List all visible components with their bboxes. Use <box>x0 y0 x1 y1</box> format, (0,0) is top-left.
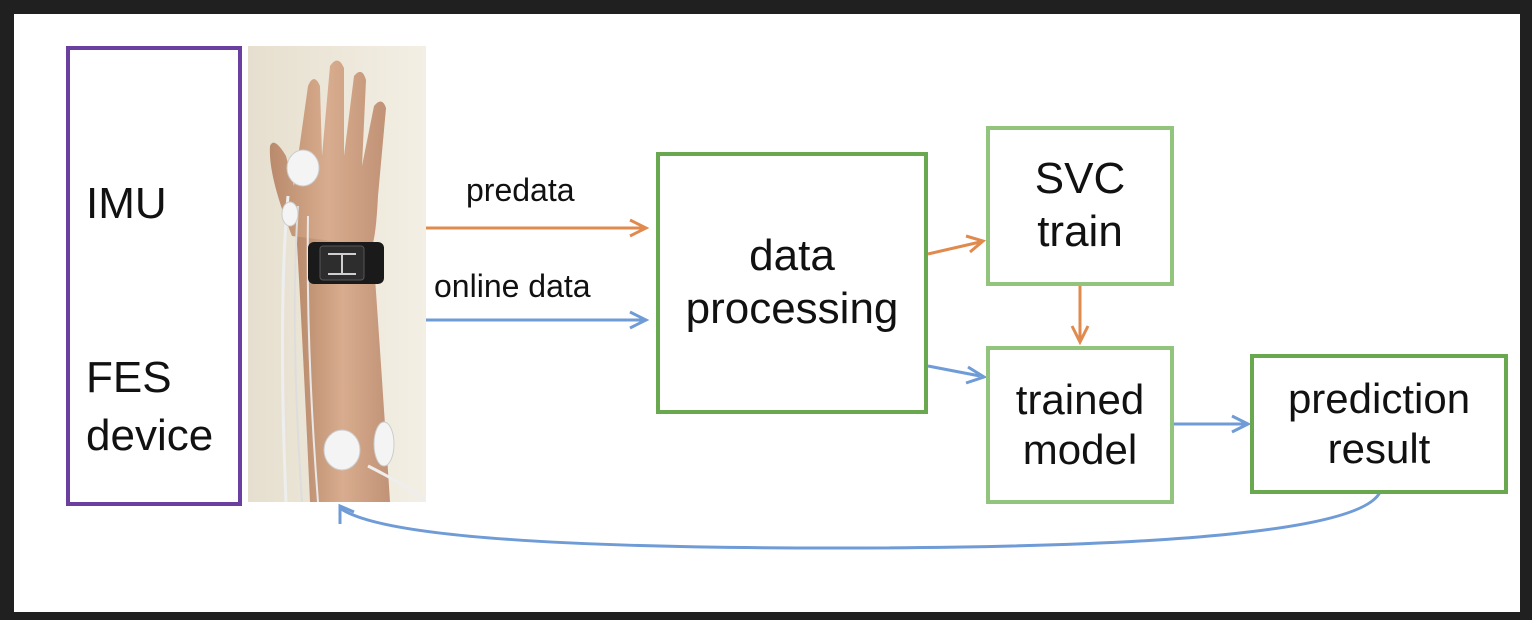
svc-train-line1: SVC <box>1034 154 1126 204</box>
data-processing-line1: data <box>749 231 835 281</box>
arrows-layer <box>338 218 1382 550</box>
data-processing-node: data processing <box>656 152 928 414</box>
trained-model-line2: model <box>1022 426 1138 473</box>
trained-model-line1: trained <box>1015 375 1145 423</box>
fes-label-line2: device <box>86 411 214 460</box>
prediction-result-node: prediction result <box>1250 354 1508 494</box>
device-panel: IMU FES device <box>66 46 242 506</box>
arrow-feedback-to-device <box>339 491 1382 550</box>
predata-label: predata <box>466 172 575 208</box>
svc-train-line2: train <box>1037 207 1123 256</box>
diagram-canvas: IMU FES device <box>14 14 1520 612</box>
arrowhead-processing-to-model <box>965 365 988 385</box>
prediction-result-line2: result <box>1327 425 1431 472</box>
data-processing-line2: processing <box>685 284 899 333</box>
trained-model-node: trained model <box>986 346 1174 504</box>
svc-train-node: SVC train <box>986 126 1174 286</box>
arm-with-electrodes-and-wrist-imu-photo <box>248 46 426 502</box>
imu-label: IMU <box>86 179 167 228</box>
arrowhead-svc-to-model <box>1070 325 1090 346</box>
online-data-label: online data <box>434 268 591 304</box>
fes-label-line1: FES <box>86 353 172 402</box>
arrowhead-online-data <box>629 310 650 330</box>
arrowhead-processing-to-svc <box>965 234 987 254</box>
arrow-processing-to-svc <box>927 240 981 256</box>
arrowhead-model-to-prediction <box>1231 414 1252 434</box>
prediction-result-line1: prediction <box>1287 374 1471 422</box>
arrowhead-predata <box>629 218 650 238</box>
arrow-processing-to-model <box>927 364 981 378</box>
arrowhead-feedback-to-device <box>338 503 355 524</box>
